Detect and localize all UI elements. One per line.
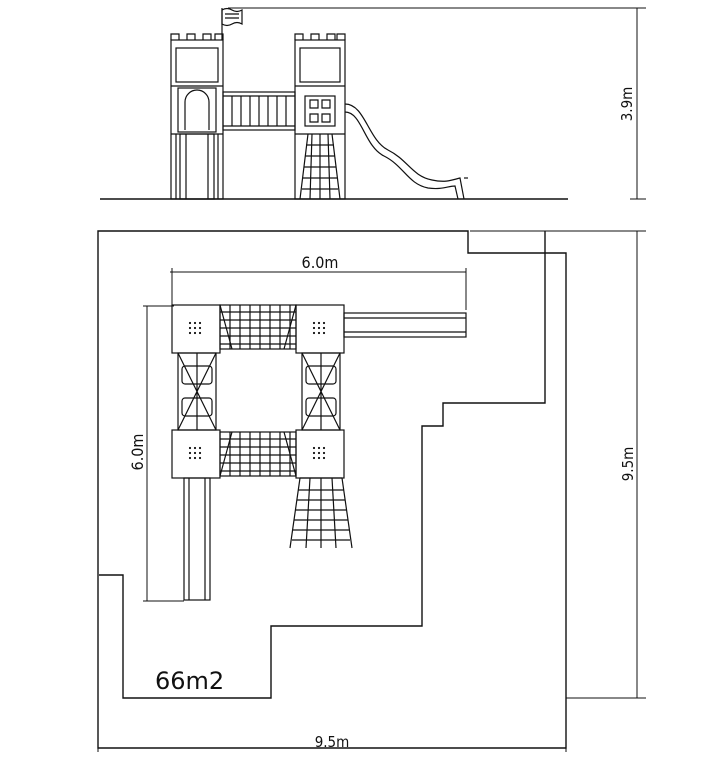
zone-height-label: 9.5m [619,447,637,482]
elevation-view [100,7,646,200]
connector-left [177,352,217,431]
wavy-slide [344,103,468,200]
elevation-height-dimension [228,7,646,200]
left-tower [170,33,224,200]
deck-bottom-left [171,429,221,479]
slide-down [183,477,211,601]
plan-depth-label: 6.0m [128,434,147,471]
plan-width-label: 6.0m [302,253,339,272]
plan-view [97,230,646,752]
inner-safety-zone [99,231,546,699]
zone-width-dimension [97,748,567,752]
plan-width-dimension [170,268,467,310]
deck-bottom-right [295,429,345,479]
plan-depth-dimension [143,305,184,602]
zone-height-dimension [470,230,646,699]
slide-right [343,312,467,338]
flag [221,7,243,40]
elevation-height-label: 3.9m [618,87,636,122]
area-label: 66m2 [155,667,224,695]
deck-top-left [171,304,221,354]
connector-right [301,352,341,431]
bridge [222,91,296,131]
bridge-bottom [219,431,297,477]
deck-top-right [295,304,345,354]
deck-bolts [188,321,326,460]
right-tower [294,33,346,200]
bridge-top [219,304,297,350]
zone-width-label: 9.5m [315,733,350,751]
climbing-net [289,477,353,549]
